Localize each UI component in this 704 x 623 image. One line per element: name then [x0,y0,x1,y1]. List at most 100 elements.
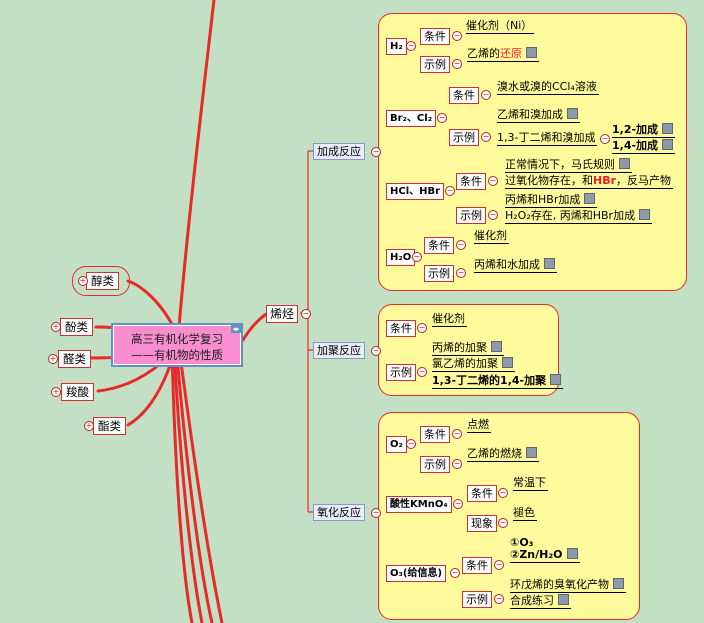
expand-icon[interactable]: + [84,421,94,431]
h2o-example-label[interactable]: 示例 [424,265,454,282]
node-o2[interactable]: O₂ [386,436,407,453]
central-topic-line1: 高三有机化学复习 [131,332,223,346]
collapse-icon[interactable]: − [452,59,462,69]
o3-condition-1: ①O₃ [510,536,534,549]
hcl-condition-1: 正常情况下，马氏规则 [505,158,632,173]
o3-example-label[interactable]: 示例 [462,591,492,608]
note-icon[interactable] [613,578,624,589]
note-icon[interactable] [639,209,651,220]
kmno4-observation-text: 褪色 [513,506,537,521]
collapse-icon[interactable]: − [481,90,491,100]
node-alcohol[interactable]: 醇类 [86,272,119,290]
o3-condition-label[interactable]: 条件 [462,557,492,574]
node-alkene[interactable]: 烯烃 [266,305,299,323]
node-aldehyde[interactable]: 醛类 [58,350,91,368]
collapse-icon[interactable]: − [452,459,462,469]
collapse-icon[interactable]: − [452,31,462,41]
br2-condition-label[interactable]: 条件 [449,87,479,104]
collapse-icon[interactable]: − [488,176,498,186]
collapse-icon[interactable]: − [417,323,427,333]
node-addition-reaction[interactable]: 加成反应 [313,143,365,160]
node-carboxylic-acid[interactable]: 羧酸 [61,383,94,401]
h2o-condition-text: 催化剂 [474,229,509,244]
collapse-icon[interactable]: − [450,568,460,578]
node-polymerization[interactable]: 加聚反应 [313,342,365,359]
node-h2[interactable]: H₂ [386,38,407,55]
collapse-icon[interactable]: − [406,439,416,449]
collapse-icon[interactable]: − [371,147,381,157]
h2-condition-label[interactable]: 条件 [420,28,450,45]
collapse-icon[interactable]: − [600,134,610,144]
node-oxidation[interactable]: 氧化反应 [313,504,365,521]
node-kmno4[interactable]: 酸性KMnO₄ [386,496,452,513]
polymer-condition-label[interactable]: 条件 [386,320,416,337]
central-topic[interactable]: ◂▸ 高三有机化学复习 ——有机物的性质 [111,323,243,367]
collapse-icon[interactable]: − [412,252,422,262]
note-icon[interactable] [526,447,537,458]
note-icon[interactable] [502,357,513,368]
note-icon[interactable] [662,123,674,134]
o3-condition-2: ②Zn/H₂O [510,548,580,563]
collapse-icon[interactable]: − [406,41,416,51]
collapse-icon[interactable]: − [481,132,491,142]
node-ester[interactable]: 酯类 [93,417,126,435]
br2-example-label[interactable]: 示例 [449,129,479,146]
o2-example-label[interactable]: 示例 [420,456,450,473]
note-icon[interactable] [491,341,502,352]
collapse-icon[interactable]: ◂▸ [231,325,241,333]
note-icon[interactable] [558,594,569,605]
collapse-icon[interactable]: − [301,309,311,319]
o2-condition-text: 点燃 [467,418,491,433]
hcl-example-label[interactable]: 示例 [456,207,486,224]
collapse-icon[interactable]: − [437,113,447,123]
br2-example-2: 1,3-丁二烯和溴加成 [497,131,598,146]
collapse-icon[interactable]: − [456,268,466,278]
note-icon[interactable] [662,139,674,150]
collapse-icon[interactable]: − [456,240,466,250]
collapse-icon[interactable]: − [452,429,462,439]
collapse-icon[interactable]: − [371,346,381,356]
collapse-icon[interactable]: − [371,508,381,518]
expand-icon[interactable]: + [51,387,61,397]
collapse-icon[interactable]: − [494,560,504,570]
collapse-icon[interactable]: − [488,210,498,220]
alcohol-highlight [72,266,130,296]
node-o3[interactable]: O₃(给信息) [386,565,447,582]
polymer-example-2: 氯乙烯的加聚 [432,357,515,372]
polymer-example-label[interactable]: 示例 [386,364,416,381]
br2-14-addition: 1,4-加成 [612,139,676,154]
node-hcl-hbr[interactable]: HCl、HBr [386,183,445,200]
note-icon[interactable] [544,258,555,269]
o2-condition-label[interactable]: 条件 [420,426,450,443]
o2-example-text: 乙烯的燃烧 [467,447,539,462]
note-icon[interactable] [526,47,537,58]
expand-icon[interactable]: + [48,354,58,364]
node-br2-cl2[interactable]: Br₂、Cl₂ [386,110,437,127]
note-icon[interactable] [567,108,578,119]
node-h2o[interactable]: H₂O [386,249,416,266]
collapse-icon[interactable]: − [445,186,455,196]
node-phenol[interactable]: 酚类 [60,318,93,336]
hcl-condition-label[interactable]: 条件 [456,173,486,190]
note-icon[interactable] [619,158,630,169]
note-icon[interactable] [550,374,562,385]
collapse-icon[interactable]: − [417,367,427,377]
collapse-icon[interactable]: − [498,518,508,528]
br2-condition-text: 溴水或溴的CCl₄溶液 [497,80,599,95]
collapse-icon[interactable]: − [453,499,463,509]
polymer-condition-text: 催化剂 [432,312,467,327]
expand-icon[interactable]: + [51,322,61,332]
collapse-icon[interactable]: − [498,488,508,498]
o3-example-1: 环戊烯的臭氧化产物 [510,578,626,593]
h2-example-label[interactable]: 示例 [420,56,450,73]
kmno4-condition-text: 常温下 [513,476,548,491]
kmno4-observation-label[interactable]: 现象 [467,515,497,532]
kmno4-condition-label[interactable]: 条件 [467,485,497,502]
h2o-example-text: 丙烯和水加成 [474,258,557,273]
hcl-example-2: H₂O₂存在, 丙烯和HBr加成 [505,209,653,224]
note-icon[interactable] [584,193,596,204]
h2o-condition-label[interactable]: 条件 [424,237,454,254]
note-icon[interactable] [566,548,578,559]
central-topic-line2: ——有机物的性质 [131,348,223,362]
collapse-icon[interactable]: − [494,594,504,604]
